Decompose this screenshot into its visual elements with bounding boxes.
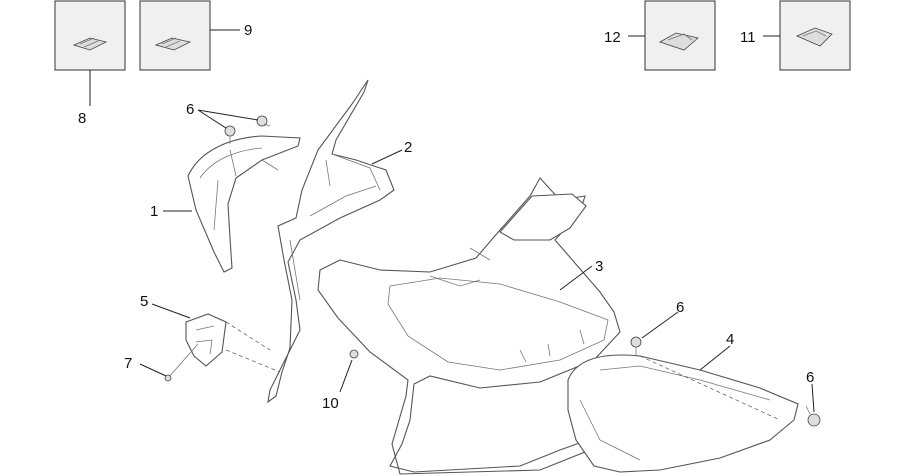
leader-5 [151,303,191,319]
leader-6-right [811,383,815,413]
clip-box-8 [54,0,126,71]
callout-1: 1 [150,203,158,220]
part-3-front-body [317,177,621,475]
screw-10 [349,349,359,359]
screw-7 [164,343,199,382]
leader-10 [339,359,353,393]
screw-6-mid [630,336,642,356]
assembly-line-4 [639,355,781,421]
leader-2 [371,149,403,165]
screw-6-top-a [224,125,236,144]
leader-6-top [197,109,259,129]
callout-7: 7 [124,355,132,372]
leader-3 [559,265,593,291]
clip-box-12 [644,0,716,71]
leader-7 [139,363,167,377]
callout-2: 2 [404,139,412,156]
callout-6-top: 6 [186,101,194,118]
part-4-side-cover [567,354,799,473]
part-1-inner-panel [187,135,301,273]
callout-3: 3 [595,258,603,275]
callout-12: 12 [604,29,621,46]
screw-6-top-b [256,115,271,127]
callout-4: 4 [726,331,734,348]
callout-9: 9 [244,22,252,39]
callout-6-right: 6 [806,369,814,386]
screw-6-right [805,405,821,427]
assembly-line-5b [225,349,281,373]
callout-10: 10 [322,395,339,412]
callout-11: 11 [740,29,756,46]
clip-box-11 [779,0,851,71]
assembly-line-5 [225,321,271,351]
part-5-bracket [185,313,227,367]
callout-6-mid: 6 [676,299,684,316]
callout-5: 5 [140,293,148,310]
part-2-center-bracket [267,79,395,404]
callout-8: 8 [78,110,86,127]
part-3-side-flap [499,193,587,241]
leader-6-mid [641,311,679,339]
clip-box-9 [139,0,211,71]
leader-4 [699,345,731,371]
